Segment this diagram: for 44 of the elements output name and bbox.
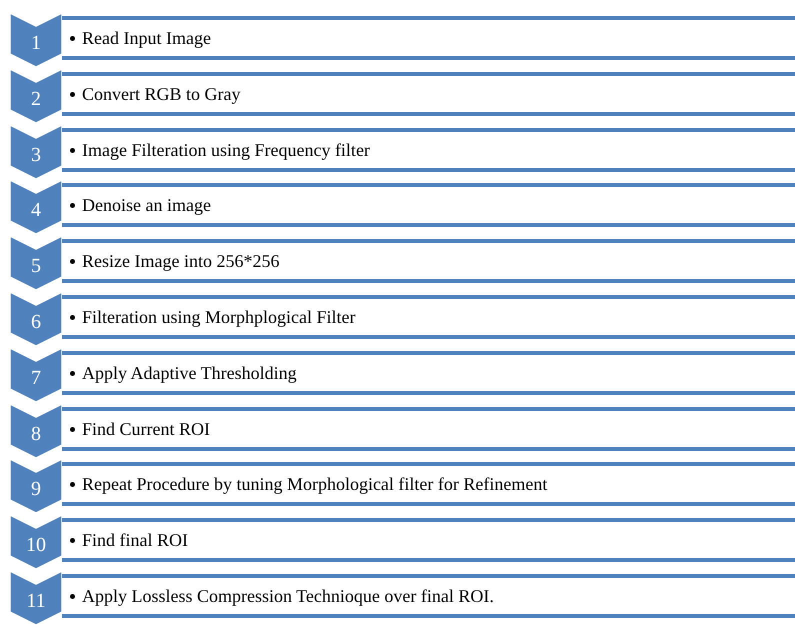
step-text: Apply Adaptive Thresholding [82,362,297,384]
step-number-tab [10,180,62,234]
step-text: Repeat Procedure by tuning Morphological filter for Refinement [82,473,548,496]
step-number: 11 [25,590,47,612]
step-number-tab [10,292,62,346]
step-bar [62,16,795,60]
step-bar [62,72,795,116]
step-text: Find Current ROI [82,418,210,440]
step-number-tab [10,236,62,290]
step-number: 9 [30,478,42,500]
step-text: Image Filteration using Frequency filter [82,138,370,161]
step-text: Find final ROI [82,529,188,552]
step-number-tab [10,515,62,570]
step-text: Apply Lossless Compression Technioque over final ROI. [82,585,494,607]
step-number-tab [10,571,62,625]
step-number-tab [10,68,62,123]
step-bar [62,239,795,284]
step-number: 6 [30,311,42,333]
step-text: Denoise an image [82,194,211,216]
step-text: Convert RGB to Gray [82,82,240,105]
step-bar [62,183,795,228]
step-number: 10 [25,534,47,556]
step-number: 2 [30,88,42,110]
step-bar [62,128,795,172]
step-number-tab [10,459,62,514]
step-bar [62,518,795,562]
step-bar [62,350,795,395]
step-number-tab [10,13,62,67]
step-bar [62,406,795,451]
step-text: Resize Image into 256*256 [82,250,280,272]
step-bar [62,462,795,506]
step-number-tab [10,124,62,179]
step-number: 8 [30,422,42,445]
step-number-tab [10,404,62,458]
step-number: 4 [30,199,42,222]
step-bar [62,574,795,618]
step-number: 3 [30,144,42,166]
step-text: Filteration using Morphplogical Filter [82,306,356,328]
step-text: Read Input Image [82,27,211,49]
step-bar [62,295,795,339]
step-number: 5 [30,255,42,278]
step-number-tab [10,348,62,402]
step-number: 7 [30,366,42,389]
step-number: 1 [30,32,42,54]
